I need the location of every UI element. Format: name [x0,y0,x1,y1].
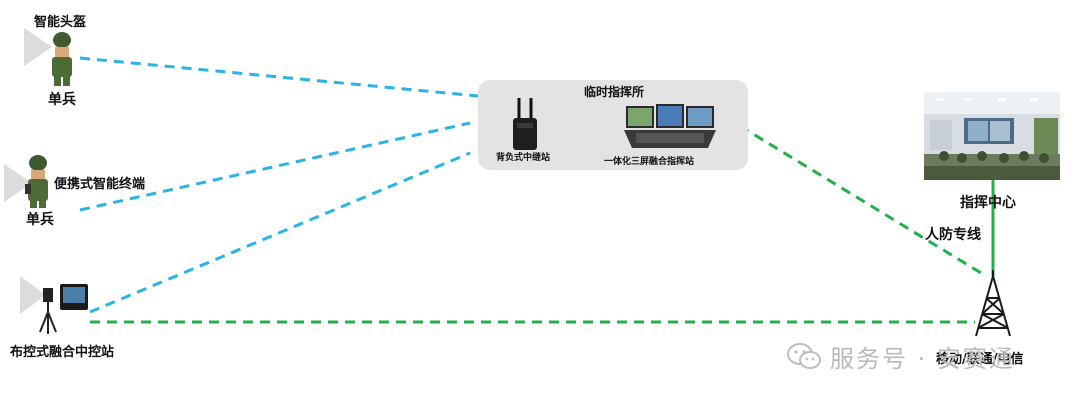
wechat-icon [787,343,821,369]
carrier-label: 移动/联通/电信 [936,352,1024,367]
fusion-station-label: 一体化三屏融合指挥站 [604,157,695,167]
temp-post-label: 临时指挥所 [584,85,645,99]
link-terminal-to-post [79,121,471,212]
command-center-photo [924,92,1060,180]
helmet-label: 智能头盔 [34,15,87,30]
control-station-figure [39,284,88,334]
terminal-label: 便携式智能终端 [54,177,146,192]
soldier-1-label: 单兵 [48,92,76,108]
link-station-to-post [89,151,471,314]
command-center-scene [924,92,1060,180]
watermark: 服务号 · 安赛通 [786,338,1015,374]
watermark-text: 服务号 · 安赛通 [830,344,1015,373]
soldier-1-figure [52,32,72,86]
link-post-to-tower [739,124,987,278]
link-helmet-to-post [79,56,479,98]
control-station-label: 布控式融合中控站 [10,345,115,360]
antenna-horn-2 [4,164,32,202]
soldier-2-label: 单兵 [26,212,54,228]
soldier-2-figure [25,155,48,208]
cell-tower-figure [975,270,1011,337]
command-center-label: 指挥中心 [960,195,1016,211]
relay-label: 背负式中继站 [496,153,551,163]
antenna-horn-1 [24,28,52,66]
antenna-horn-3 [20,276,46,314]
civil-defense-label: 人防专线 [925,227,981,243]
fusion-station-device [624,104,716,148]
backpack-relay-device [513,98,537,150]
